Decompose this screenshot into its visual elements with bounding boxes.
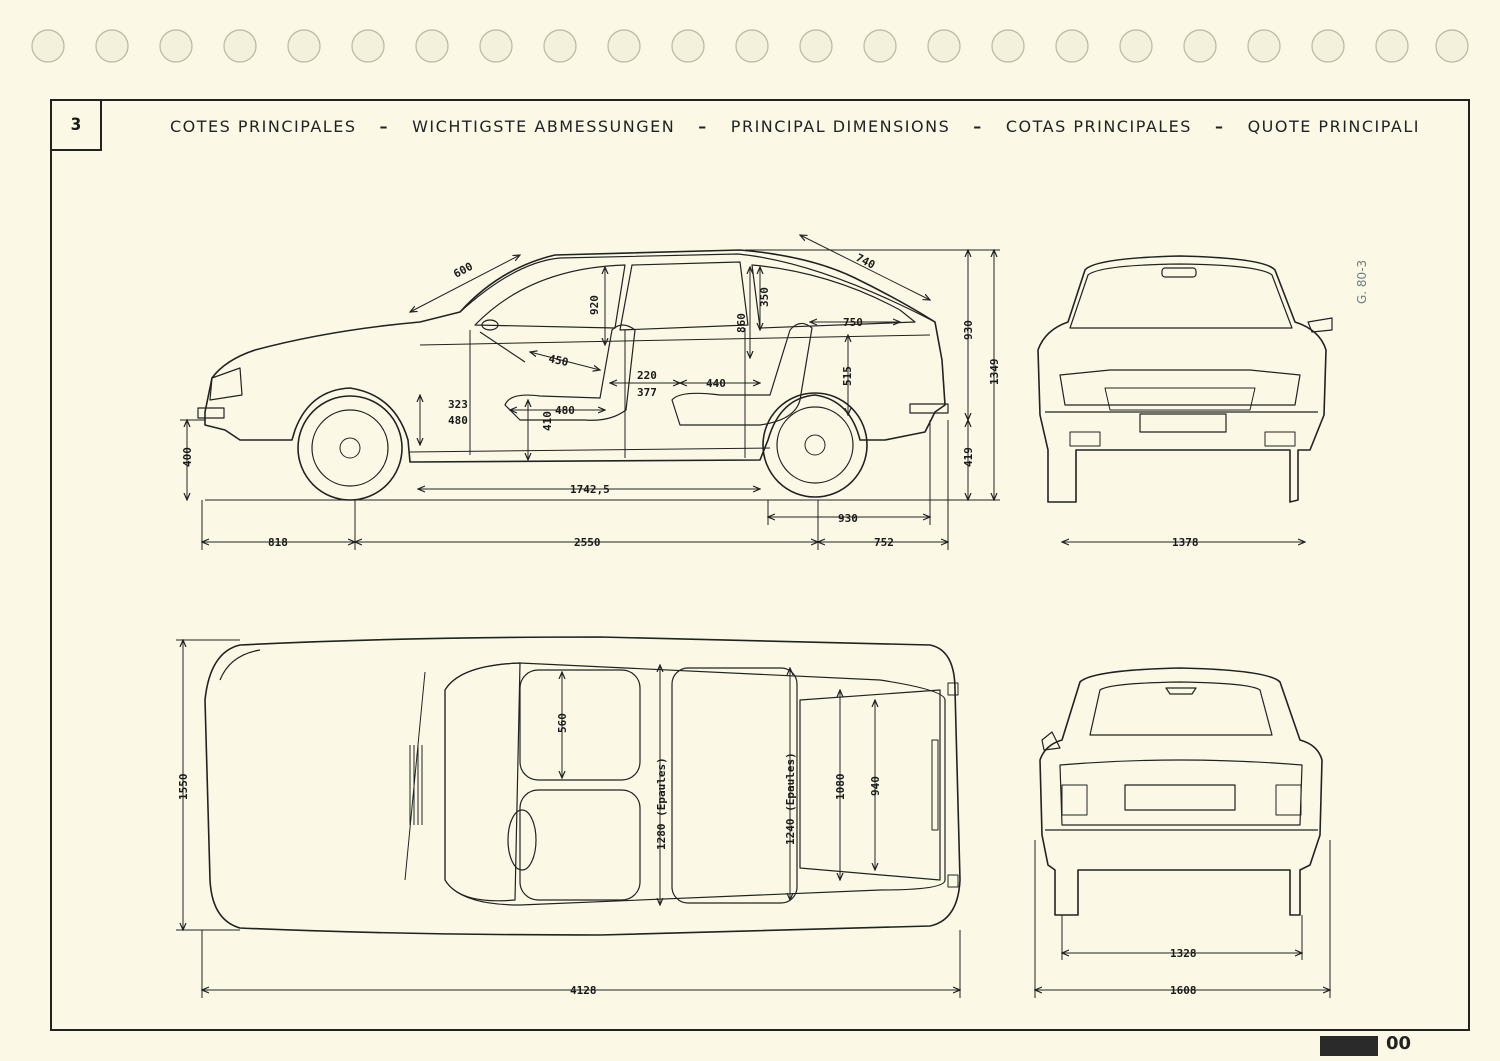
title-es: COTAS PRINCIPALES <box>1005 116 1192 136</box>
front-view <box>1037 255 1333 503</box>
dim-boot-depth: 750 <box>843 316 863 329</box>
side-dimension-labels: 818 2550 752 1742,5 930 400 419 930 1349… <box>181 251 1001 549</box>
dim-front-seat-h2: 480 <box>448 414 468 427</box>
dim-overall-width-top: 1550 <box>177 774 190 801</box>
page-title: COTES PRINCIPALES – WICHTIGSTE ABMESSUNG… <box>170 113 1420 139</box>
dim-front-shoulder: 1280 (Epaules) <box>655 757 668 850</box>
rear-window <box>1089 681 1273 736</box>
front-windscreen <box>1069 263 1293 329</box>
rear-lamp-right <box>1275 784 1302 816</box>
top-boot <box>799 689 941 881</box>
title-separator: – <box>1215 116 1225 136</box>
front-mirror-inner <box>1161 267 1197 278</box>
side-window-front <box>474 264 626 329</box>
dim-boot-width-a: 1080 <box>834 774 847 801</box>
dim-track-rear: 1328 <box>1170 947 1197 960</box>
footer-bar <box>1320 1036 1378 1056</box>
front-grille <box>1104 387 1256 411</box>
rear-view <box>1039 667 1323 916</box>
rear-spoiler-detail <box>1165 687 1197 695</box>
title-en: PRINCIPAL DIMENSIONS <box>730 116 951 136</box>
top-view <box>204 636 961 936</box>
side-body-outline <box>204 249 946 463</box>
dim-front-seat-depth: 450 <box>547 352 569 369</box>
top-dimension-labels: 4128 1550 560 1280 (Epaules) 1240 (Epaul… <box>177 713 882 997</box>
dim-interior-length: 1742,5 <box>570 483 610 496</box>
section-number: 3 <box>50 99 102 151</box>
side-front-bumper <box>197 407 225 419</box>
dim-rear-seat-to-tail: 930 <box>838 512 858 525</box>
dim-front-overhang: 818 <box>268 536 288 549</box>
dim-rear-shoulder: 1240 (Epaules) <box>784 752 797 845</box>
title-separator: – <box>379 116 390 136</box>
dim-boot-width-b: 940 <box>869 776 882 796</box>
top-body-outline <box>204 636 961 936</box>
dim-ground-front: 400 <box>181 447 194 467</box>
side-view <box>197 249 949 501</box>
title-separator: – <box>973 116 983 136</box>
front-plate <box>1139 413 1227 433</box>
top-steering-wheel <box>507 809 537 871</box>
top-front-seat-right <box>519 789 641 901</box>
rear-seat <box>671 322 813 426</box>
dim-height-upper: 930 <box>962 320 975 340</box>
side-rear-bumper <box>909 403 949 414</box>
dim-overall-width-rear: 1608 <box>1170 984 1197 997</box>
dim-rear-legroom: 440 <box>706 377 726 390</box>
dim-wheelbase: 2550 <box>574 536 601 549</box>
dim-front-headroom: 920 <box>588 295 601 315</box>
dim-rear-headroom-b: 860 <box>735 313 748 333</box>
drawing-frame <box>50 99 1470 1031</box>
rear-side-mirror <box>1041 731 1061 751</box>
rear-lamp-left <box>1061 784 1088 816</box>
dim-height-total: 1349 <box>988 359 1001 386</box>
dim-seat-width: 480 <box>555 404 575 417</box>
front-side-mirror <box>1307 317 1333 333</box>
binder-holes <box>31 29 1469 63</box>
dim-windscreen: 600 <box>451 260 475 281</box>
dim-rear-overhang: 752 <box>874 536 894 549</box>
dim-seat-length: 560 <box>556 713 569 733</box>
dim-overall-length: 4128 <box>570 984 597 997</box>
front-seat <box>504 324 636 421</box>
dim-rear-height: 515 <box>841 366 854 386</box>
top-bonnet-line <box>404 671 426 881</box>
dim-track-front: 1378 <box>1172 536 1199 549</box>
title-de: WICHTIGSTE ABMESSUNGEN <box>412 116 676 136</box>
front-body-outline <box>1037 255 1327 503</box>
top-rear-bench <box>671 667 798 904</box>
title-it: QUOTE PRINCIPALI <box>1247 116 1420 136</box>
dim-ground-rear: 419 <box>962 447 975 467</box>
top-front-seat-left <box>519 669 641 781</box>
dim-rear-window: 740 <box>854 251 878 272</box>
title-fr: COTES PRINCIPALES <box>170 116 357 136</box>
side-rear-wheel <box>762 392 868 498</box>
side-window-rear <box>619 261 749 331</box>
footer-code: 00 <box>1386 1033 1412 1054</box>
dim-rear-headroom-a: 350 <box>758 287 771 307</box>
dim-floor-to-seat: 410 <box>541 411 554 431</box>
title-separator: – <box>698 116 708 136</box>
dim-front-seat-h1: 323 <box>448 398 468 411</box>
dim-knee-room-a: 220 <box>637 369 657 382</box>
rear-plate <box>1124 784 1236 811</box>
top-vent <box>409 745 423 825</box>
side-front-wheel <box>297 395 403 501</box>
dim-knee-room-b: 377 <box>637 386 657 399</box>
top-windscreen <box>444 662 521 902</box>
rear-body-outline <box>1039 667 1323 916</box>
